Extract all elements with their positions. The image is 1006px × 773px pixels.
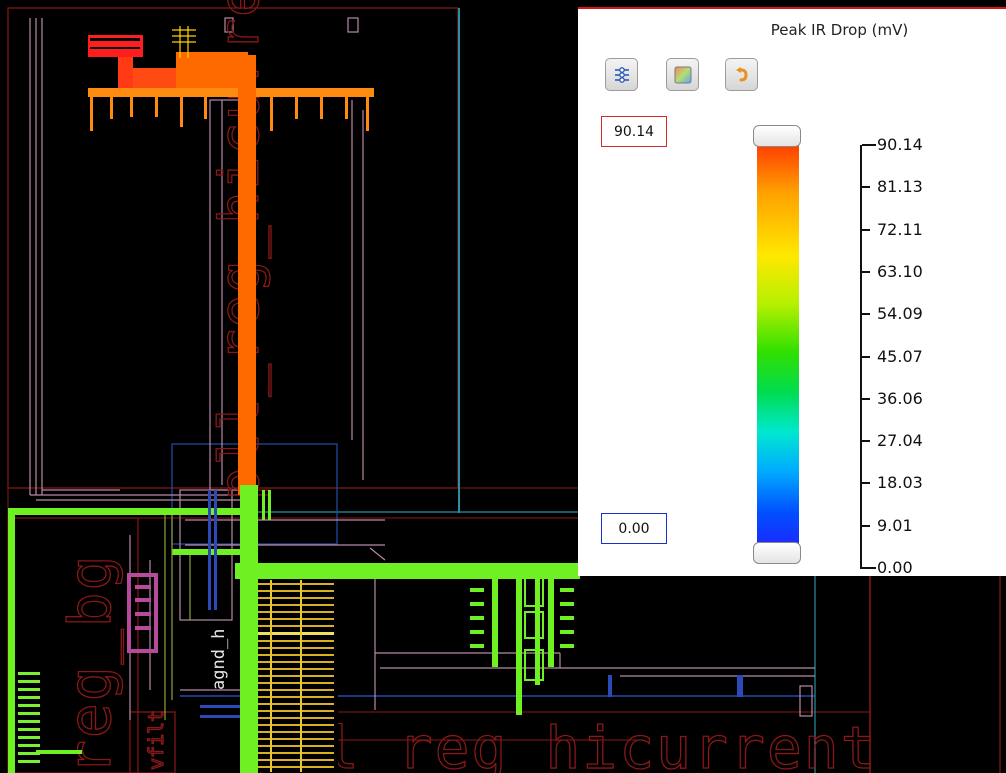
scale-tick-label: 9.01 (877, 515, 913, 535)
scale-tick-label: 63.10 (877, 261, 923, 281)
cell-label-hicurrent-horizontal: pll_reg_hicurrent (250, 714, 878, 773)
scale-tick-label: 36.06 (877, 388, 923, 408)
legend-title: Peak IR Drop (mV) (770, 21, 909, 39)
scale-tick (862, 524, 870, 527)
scale-tick-label: 81.13 (877, 177, 923, 197)
via-stack (200, 490, 743, 718)
max-slider-handle[interactable] (753, 125, 801, 147)
scale-tick-label: 90.14 (877, 135, 923, 154)
colormap-button[interactable] (666, 58, 699, 91)
colormap-icon (674, 66, 691, 83)
scale-tick-label: 72.11 (877, 219, 923, 239)
warm-mesh (258, 580, 338, 772)
hot-power-net (88, 26, 374, 495)
min-value-field[interactable]: 0.00 (601, 513, 667, 544)
reset-icon (735, 66, 748, 81)
ir-drop-legend-panel: Peak IR Drop (mV) 90.14 0.00 90.14 81.13 7… (578, 7, 1006, 576)
scale-tick-label: 0.00 (877, 558, 913, 577)
layer-settings-icon (614, 66, 629, 83)
scale-tick (862, 567, 876, 569)
scale-tick (862, 482, 870, 485)
scale-tick (862, 355, 870, 358)
max-value-field[interactable]: 90.14 (601, 116, 667, 147)
cell-outlines (7, 7, 1001, 773)
scale-tick-label: 45.07 (877, 346, 923, 366)
scale-tick (862, 144, 876, 146)
layer-settings-button[interactable] (605, 58, 638, 91)
scale-tick (862, 440, 870, 443)
scale-tick (862, 270, 870, 273)
cell-label-agnd: agnd_h (209, 629, 229, 690)
scale-tick (862, 313, 870, 316)
scale-tick-label: 27.04 (877, 431, 923, 451)
scale-tick-label: 18.03 (877, 473, 923, 493)
cool-power-net (8, 485, 580, 773)
scale-tick-label: 54.09 (877, 304, 923, 324)
cell-label-reg-bg: reg_bg (56, 553, 124, 773)
scale-tick (862, 228, 870, 231)
scale-tick (862, 186, 870, 189)
scale-axis (860, 145, 862, 569)
green-stubs (262, 490, 271, 520)
min-slider-handle[interactable] (753, 542, 801, 564)
color-scale-bar (757, 144, 799, 544)
scale-tick (862, 397, 870, 400)
reset-button[interactable] (725, 58, 758, 91)
